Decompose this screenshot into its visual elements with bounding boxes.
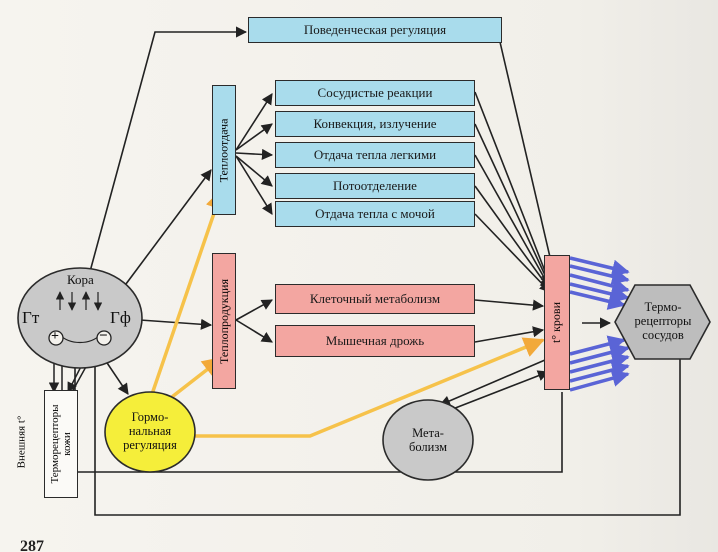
plus-sign: + (51, 329, 59, 344)
page-number: 287 (20, 538, 44, 552)
cortex-node (17, 267, 143, 369)
gt-label: Гт (22, 308, 40, 327)
vessels-line1: Термо- (644, 300, 682, 314)
shivering-label: Мышечная дрожь (325, 333, 425, 348)
behavioral-label: Поведенческая регуляция (303, 22, 447, 37)
gf-label: Гф (110, 308, 131, 327)
behavioral-regulation-box: Поведенческая регуляция (248, 17, 502, 43)
vascular-reactions-box: Сосудистые реакции (275, 80, 475, 106)
hormonal-text: Гормо- нальная регуляция (110, 410, 190, 452)
metabolism-line2: болизм (408, 440, 448, 454)
heat-production-column: Теплопродукция (212, 253, 236, 389)
hormonal-line3: регуляция (123, 438, 177, 452)
hormonal-line2: нальная (128, 424, 172, 438)
blood-temp-column: t° крови (544, 255, 570, 390)
hormonal-line1: Гормо- (131, 410, 169, 424)
blood-temp-label: t° крови (549, 301, 564, 344)
urine-box: Отдача тепла с мочой (275, 201, 475, 227)
convection-label: Конвекция, излучение (313, 116, 437, 131)
heat-release-column: Теплоотдача (212, 85, 236, 215)
vascular-label: Сосудистые реакции (317, 85, 433, 100)
metabolism-node (382, 399, 474, 481)
convection-box: Конвекция, излучение (275, 111, 475, 137)
external-temp-label: Внешняя t° (15, 415, 28, 469)
cortex-label: Кора (67, 272, 94, 287)
sweat-label: Потоотделение (333, 178, 417, 193)
minus-node (96, 330, 112, 346)
minus-sign: − (99, 328, 108, 344)
lungs-label: Отдача тепла легкими (313, 147, 437, 162)
skin-line2: кожи (61, 432, 73, 456)
vessels-hexagon (614, 284, 711, 360)
hormonal-node (104, 391, 196, 473)
vessels-line2: рецепторы (634, 314, 692, 328)
lungs-box: Отдача тепла легкими (275, 142, 475, 168)
metabolism-text: Мета- болизм (392, 426, 464, 454)
shivering-box: Мышечная дрожь (275, 325, 475, 357)
vessels-line3: сосудов (642, 328, 684, 342)
urine-label: Отдача тепла с мочой (315, 206, 435, 221)
cell-metabolism-label: Клеточный метаболизм (309, 291, 441, 306)
heat-release-label: Теплоотдача (216, 118, 231, 182)
skin-line1: Терморецепторы (49, 404, 61, 484)
sweat-box: Потоотделение (275, 173, 475, 199)
vessels-text: Термо- рецепторы сосудов (626, 300, 700, 342)
heat-production-label: Теплопродукция (216, 278, 231, 364)
plus-node (48, 330, 64, 346)
metabolism-line1: Мета- (412, 426, 444, 440)
cell-metabolism-box: Клеточный метаболизм (275, 284, 475, 314)
